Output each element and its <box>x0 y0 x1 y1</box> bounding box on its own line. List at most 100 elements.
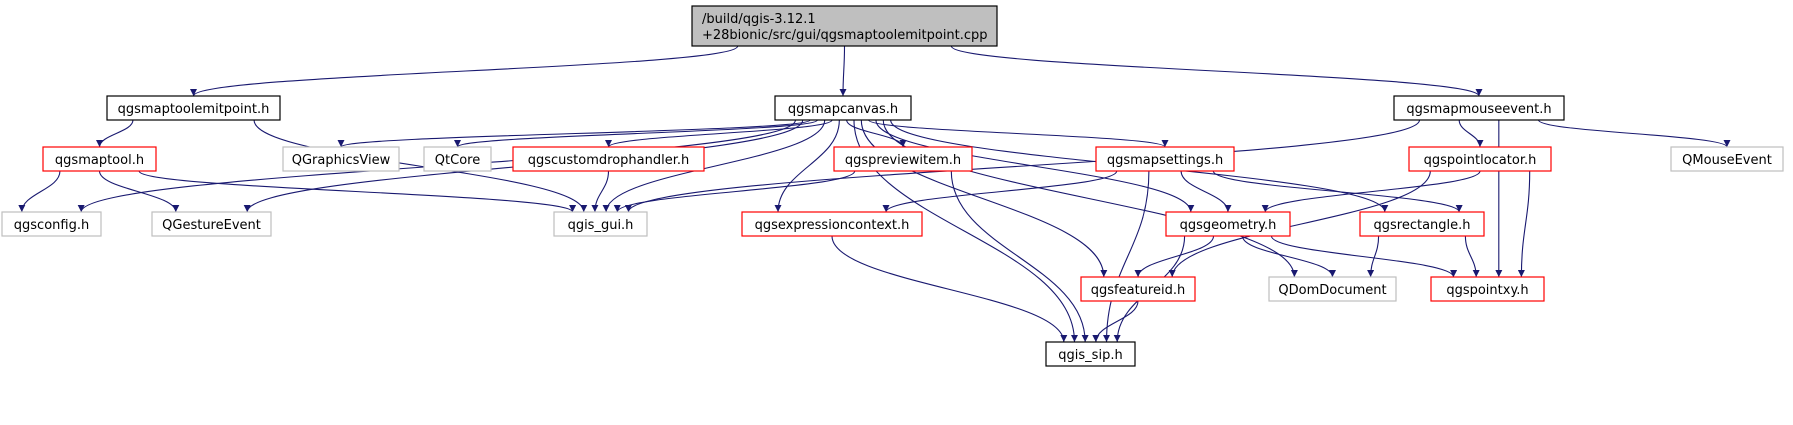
edge-qgsmapcanvas_h-to-qgsexpressioncontext_h <box>774 119 840 213</box>
node-qmouseevent[interactable]: QMouseEvent <box>1670 146 1784 172</box>
node-box-qgscustomdrophandler_h <box>512 146 705 172</box>
node-qgsmapsettings_h[interactable]: qgsmapsettings.h <box>1095 146 1235 172</box>
edge-qgspreviewitem_h-to-qgis_gui_h <box>613 170 856 213</box>
node-box-qgsmaptoolemitpoint_h <box>106 95 281 121</box>
edge-qgspointlocator_h-to-qgsgeometry_h <box>1261 170 1481 213</box>
node-box-qtcore <box>423 146 492 172</box>
edge-root-to-qgsmapmouseevent_h <box>950 45 1483 97</box>
node-label-qgsexpressioncontext_h: qgsexpressioncontext.h <box>755 218 910 233</box>
node-label-qmouseevent: QMouseEvent <box>1682 153 1772 168</box>
node-box-qgsmapsettings_h <box>1095 146 1235 172</box>
node-label-qdomdocument: QDomDocument <box>1278 283 1386 298</box>
node-qgis_sip_h[interactable]: qgis_sip.h <box>1045 341 1136 367</box>
node-box-qgspointlocator_h <box>1408 146 1552 172</box>
node-qgspointlocator_h[interactable]: qgspointlocator.h <box>1408 146 1552 172</box>
edge-qgsrectangle_h-to-qgspointxy_h <box>1464 235 1480 278</box>
node-label-qgis_sip_h: qgis_sip.h <box>1058 348 1122 363</box>
node-root[interactable]: /build/qgis-3.12.1+28bionic/src/gui/qgsm… <box>691 5 998 47</box>
edge-qgsmapmouseevent_h-to-qgspointlocator_h <box>1458 119 1484 148</box>
node-box-qgestureevent <box>151 211 272 237</box>
node-box-qgspointxy_h <box>1430 276 1545 302</box>
node-qgspreviewitem_h[interactable]: qgspreviewitem.h <box>833 146 973 172</box>
node-label-qtcore: QtCore <box>435 153 480 168</box>
node-box-qgsmaptool_h <box>42 146 157 172</box>
node-box-qgsexpressioncontext_h <box>741 211 923 237</box>
edge-qgsfeatureid_h-to-qgis_sip_h <box>1092 300 1139 343</box>
node-label-qgsgeometry_h: qgsgeometry.h <box>1180 218 1277 233</box>
node-qgsmapmouseevent_h[interactable]: qgsmapmouseevent.h <box>1393 95 1565 121</box>
edge-root-to-qgsmapcanvas_h <box>839 45 847 97</box>
node-label-qgsmaptool_h: qgsmaptool.h <box>55 153 144 168</box>
edge-qgsmaptool_h-to-qgis_gui_h <box>138 170 576 213</box>
edge-qgsrectangle_h-to-qdomdocument <box>1367 235 1380 278</box>
node-label-qgsmapcanvas_h: qgsmapcanvas.h <box>788 102 898 117</box>
node-label-qgsrectangle_h: qgsrectangle.h <box>1373 218 1470 233</box>
node-box-qmouseevent <box>1670 146 1784 172</box>
edge-qgsmaptoolemitpoint_h-to-qgis_gui_h <box>253 119 588 213</box>
node-label-qgsmapsettings_h: qgsmapsettings.h <box>1107 153 1223 168</box>
node-label-qgsfeatureid_h: qgsfeatureid.h <box>1091 283 1185 298</box>
node-layer: /build/qgis-3.12.1+28bionic/src/gui/qgsm… <box>1 5 1784 367</box>
edge-qgsmaptoolemitpoint_h-to-qgsmaptool_h <box>96 119 134 148</box>
node-label-qgraphicsview: QGraphicsView <box>292 153 391 168</box>
node-qgsconfig_h[interactable]: qgsconfig.h <box>1 211 102 237</box>
edge-qgsmapcanvas_h-to-qgsmapsettings_h <box>868 119 1169 148</box>
edge-qgsmapcanvas_h-to-qgsgeometry_h <box>875 119 1195 213</box>
node-label-qgestureevent: QGestureEvent <box>162 218 261 233</box>
edge-qgsmapsettings_h-to-qgsexpressioncontext_h <box>882 170 1118 213</box>
node-box-qgsmapcanvas_h <box>774 95 912 121</box>
node-box-qgspreviewitem_h <box>833 146 973 172</box>
edge-qgspointlocator_h-to-qgsfeatureid_h <box>1168 170 1431 278</box>
edge-qgsmaptool_h-to-qgsconfig_h <box>18 170 61 213</box>
edge-qgsmapcanvas_h-to-qgscustomdrophandler_h <box>605 119 833 148</box>
edge-qgsmapcanvas_h-to-qgis_gui_h <box>602 119 826 213</box>
node-box-root <box>691 5 998 47</box>
node-qgraphicsview[interactable]: QGraphicsView <box>282 146 400 172</box>
node-qgscustomdrophandler_h[interactable]: qgscustomdrophandler.h <box>512 146 705 172</box>
node-box-qgsfeatureid_h <box>1080 276 1196 302</box>
edge-qgsmapcanvas_h-to-qdomdocument <box>882 119 1298 278</box>
node-qgsmaptool_h[interactable]: qgsmaptool.h <box>42 146 157 172</box>
node-label-root: +28bionic/src/gui/qgsmaptoolemitpoint.cp… <box>702 28 988 43</box>
edge-qgsmapcanvas_h-to-qgsfeatureid_h <box>860 119 1108 278</box>
node-box-qgsgeometry_h <box>1165 211 1291 237</box>
node-label-qgspreviewitem_h: qgspreviewitem.h <box>845 153 961 168</box>
node-label-qgspointxy_h: qgspointxy.h <box>1446 283 1528 298</box>
node-qgsmapcanvas_h[interactable]: qgsmapcanvas.h <box>774 95 912 121</box>
edge-qgsmapsettings_h-to-qgsgeometry_h <box>1180 170 1232 213</box>
edge-root-to-qgsmaptoolemitpoint_h <box>190 45 739 97</box>
edge-qgsgeometry_h-to-qgspointxy_h <box>1270 235 1458 278</box>
node-qtcore[interactable]: QtCore <box>423 146 492 172</box>
node-qgspointxy_h[interactable]: qgspointxy.h <box>1430 276 1545 302</box>
edge-qgsgeometry_h-to-qdomdocument <box>1241 235 1336 278</box>
node-box-qgsmapmouseevent_h <box>1393 95 1565 121</box>
edge-qgsmaptool_h-to-qgestureevent <box>98 170 180 213</box>
node-box-qgis_sip_h <box>1045 341 1136 367</box>
node-label-root: /build/qgis-3.12.1 <box>702 12 816 27</box>
node-box-qgis_gui_h <box>553 211 648 237</box>
node-qgis_gui_h[interactable]: qgis_gui.h <box>553 211 648 237</box>
node-box-qdomdocument <box>1268 276 1397 302</box>
edge-qgsmapsettings_h-to-qgis_sip_h <box>1103 170 1150 343</box>
node-qgestureevent[interactable]: QGestureEvent <box>151 211 272 237</box>
edge-qgsmapsettings_h-to-qgsrectangle_h <box>1212 170 1463 213</box>
node-qgsrectangle_h[interactable]: qgsrectangle.h <box>1359 211 1485 237</box>
edge-qgspointlocator_h-to-qgspointxy_h <box>1517 170 1531 278</box>
node-label-qgsmaptoolemitpoint_h: qgsmaptoolemitpoint.h <box>118 102 270 117</box>
node-qgsexpressioncontext_h[interactable]: qgsexpressioncontext.h <box>741 211 923 237</box>
edge-qgsexpressioncontext_h-to-qgis_sip_h <box>831 235 1068 343</box>
node-qgsfeatureid_h[interactable]: qgsfeatureid.h <box>1080 276 1196 302</box>
edge-qgsgeometry_h-to-qgsfeatureid_h <box>1134 235 1215 278</box>
edge-qgsmapcanvas_h-to-qgraphicsview <box>337 119 811 148</box>
node-qdomdocument[interactable]: QDomDocument <box>1268 276 1397 302</box>
edge-qgsmapcanvas_h-to-qtcore <box>454 119 818 148</box>
edge-qgspreviewitem_h-to-qgis_sip_h <box>950 170 1089 343</box>
node-label-qgsmapmouseevent_h: qgsmapmouseevent.h <box>1406 102 1551 117</box>
node-box-qgraphicsview <box>282 146 400 172</box>
node-box-qgsrectangle_h <box>1359 211 1485 237</box>
node-qgsmaptoolemitpoint_h[interactable]: qgsmaptoolemitpoint.h <box>106 95 281 121</box>
node-box-qgsconfig_h <box>1 211 102 237</box>
node-qgsgeometry_h[interactable]: qgsgeometry.h <box>1165 211 1291 237</box>
node-label-qgscustomdrophandler_h: qgscustomdrophandler.h <box>528 153 690 168</box>
node-label-qgspointlocator_h: qgspointlocator.h <box>1424 153 1537 168</box>
